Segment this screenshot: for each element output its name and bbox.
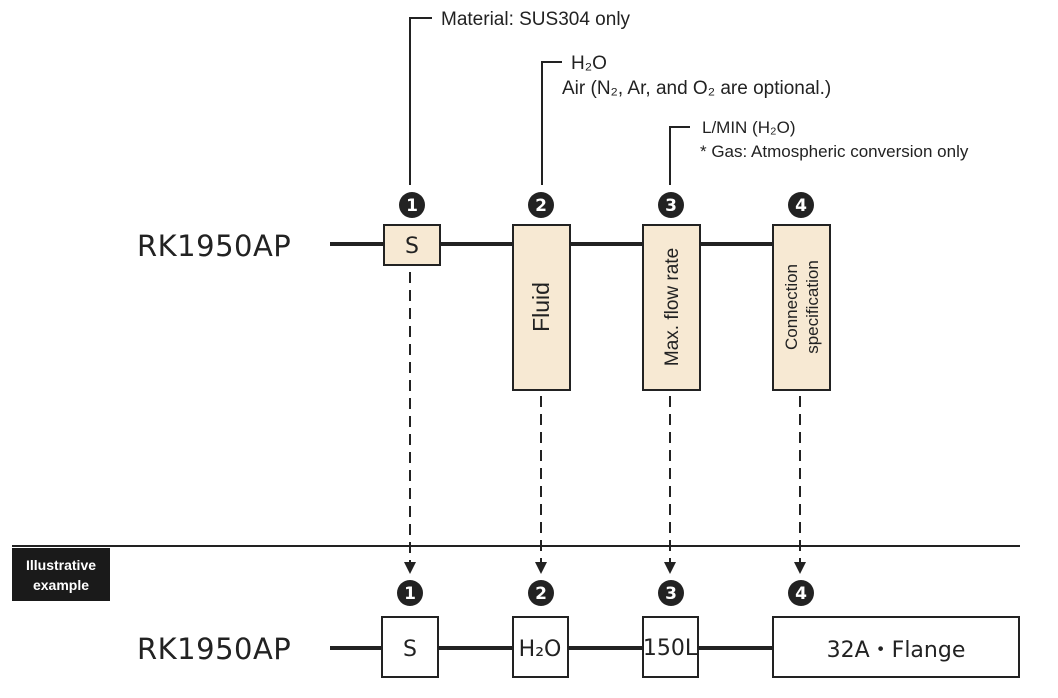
example-connection-value: 32A・Flange xyxy=(827,638,966,663)
example-badge-1: 1 xyxy=(397,580,423,606)
example-material-box xyxy=(381,616,439,678)
segment-connection-label-line2: specification xyxy=(803,260,822,354)
example-connection-box xyxy=(772,616,1020,678)
flow-note-line2: * Gas: Atmospheric conversion only xyxy=(700,142,969,161)
segment-connection-box xyxy=(772,224,831,391)
svg-text:3: 3 xyxy=(665,584,677,604)
fluid-note-line2: Air (N₂, Ar, and O₂ are optional.) xyxy=(562,78,831,99)
svg-text:1: 1 xyxy=(404,584,416,604)
arrow-4-head xyxy=(794,562,806,574)
example-fluid-box xyxy=(512,616,569,678)
example-badge-3: 3 xyxy=(658,580,684,606)
svg-text:4: 4 xyxy=(795,584,807,604)
segment-flow-box xyxy=(642,224,701,391)
annotation-fluid: H₂O Air (N₂, Ar, and O₂ are optional.) xyxy=(541,53,831,185)
segment-fluid-box xyxy=(512,224,571,391)
example-tag-line1: Illustrative xyxy=(26,557,96,573)
badge-3: 3 xyxy=(658,192,684,218)
annotation-flow: L/MIN (H₂O) * Gas: Atmospheric conversio… xyxy=(669,118,969,185)
material-note: Material: SUS304 only xyxy=(441,9,631,30)
arrow-heads xyxy=(404,562,806,574)
svg-text:2: 2 xyxy=(535,196,547,216)
example-tag-line2: example xyxy=(33,577,89,593)
svg-text:1: 1 xyxy=(406,196,418,216)
segment-flow-label: Max. flow rate xyxy=(662,248,683,366)
example-model-row: RK1950AP S H₂O 150L 32A・Flange xyxy=(137,616,1020,678)
segment-material-box xyxy=(383,224,441,266)
flow-note-line1: L/MIN (H₂O) xyxy=(702,118,795,137)
example-flow-value: 150L xyxy=(643,636,698,661)
svg-text:4: 4 xyxy=(795,196,807,216)
fluid-note-line1: H₂O xyxy=(571,53,607,74)
flow-leader-line xyxy=(669,126,690,185)
top-badges: 1 2 3 4 xyxy=(399,192,814,218)
material-leader-line xyxy=(409,17,432,185)
arrow-1-head xyxy=(404,562,416,574)
top-model-row: RK1950AP S Fluid Max. flow rate Connecti… xyxy=(137,224,831,391)
top-model-name: RK1950AP xyxy=(137,229,291,263)
badge-1: 1 xyxy=(399,192,425,218)
annotation-material: Material: SUS304 only xyxy=(409,9,631,185)
fluid-leader-line xyxy=(541,61,562,185)
arrow-3-head xyxy=(664,562,676,574)
dashed-arrows xyxy=(409,272,801,564)
example-flow-box xyxy=(642,616,699,678)
svg-text:3: 3 xyxy=(665,196,677,216)
example-fluid-value: H₂O xyxy=(519,637,562,662)
svg-text:2: 2 xyxy=(535,584,547,604)
segment-connection-label-line1: Connection xyxy=(782,264,801,350)
badge-4: 4 xyxy=(788,192,814,218)
example-badge-4: 4 xyxy=(788,580,814,606)
arrow-2-head xyxy=(535,562,547,574)
segment-fluid-label: Fluid xyxy=(528,282,554,332)
illustrative-example-tag: Illustrative example xyxy=(12,548,110,601)
bottom-badges: 1 2 3 4 xyxy=(397,580,814,606)
example-badge-2: 2 xyxy=(528,580,554,606)
example-tag-box xyxy=(12,548,110,601)
example-model-name: RK1950AP xyxy=(137,632,291,666)
example-material-value: S xyxy=(403,637,417,662)
segment-material-code: S xyxy=(405,234,419,259)
badge-2: 2 xyxy=(528,192,554,218)
